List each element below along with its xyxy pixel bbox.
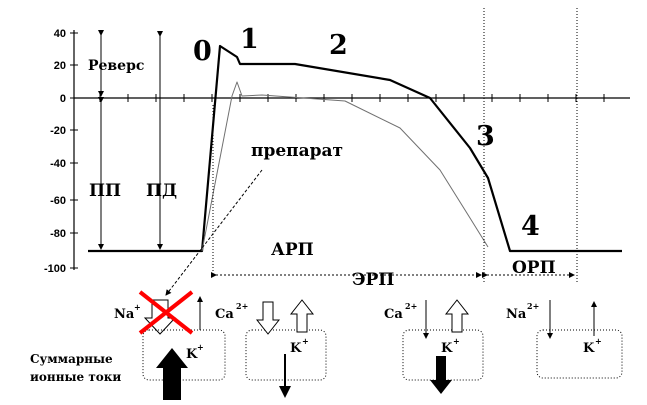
ca-ion-charge-1: 2+ (236, 301, 248, 311)
ion-cell-phase3: Ca 2+ K + (384, 299, 484, 394)
action-potential-label: ПД (146, 181, 177, 201)
k-ion-charge-1: + (197, 342, 204, 352)
currents-label-line1: Суммарные (30, 352, 113, 366)
k-ion-label-3: K (441, 341, 453, 356)
ion-cell-phase2: Ca 2+ K + (215, 299, 327, 398)
phase-3-label: 3 (476, 121, 495, 152)
y-tick-minus20: -20 (50, 125, 66, 137)
ion-cell-phase0: Na + K + (114, 290, 226, 400)
y-tick-minus80: -80 (50, 228, 66, 240)
ca-ion-label-2: Ca (384, 307, 403, 322)
phase-0-label: 0 (193, 36, 212, 67)
arp-label: АРП (271, 240, 314, 260)
ca-ion-label-1: Ca (215, 307, 234, 322)
drug-label: препарат (251, 141, 343, 161)
erp-label: ЭРП (352, 270, 394, 290)
k-ion-charge-2: + (302, 336, 309, 346)
phase-2-label: 2 (329, 30, 348, 61)
resting-potential-label: ПП (89, 181, 121, 201)
reverse-label: Реверс (88, 58, 144, 74)
drug-curve (201, 81, 489, 252)
amplitude-arrows (98, 30, 163, 250)
ion-cell-phase4: Na 2+ K + (506, 300, 623, 379)
drug-pointer-arrow (165, 169, 263, 296)
y-tick-labels: 40 20 0 -20 -40 -60 -80 -100 (44, 28, 66, 275)
y-tick-minus40: -40 (50, 158, 66, 170)
k-ion-label-4: K (583, 341, 595, 356)
phase-4-label: 4 (521, 211, 540, 242)
na-ion-label: Na (114, 307, 135, 322)
blocked-cross (138, 290, 194, 335)
y-tick-minus60: -60 (50, 195, 66, 207)
k-ion-label-2: K (290, 341, 302, 356)
na-ion-charge: + (134, 302, 141, 312)
orp-label: ОРП (512, 258, 556, 278)
na-ion-charge-2: 2+ (527, 301, 539, 311)
y-axis (70, 30, 78, 270)
ca-ion-charge-2: 2+ (405, 301, 417, 311)
y-tick-minus100: -100 (44, 263, 66, 275)
zero-baseline (74, 94, 630, 102)
k-ion-label-1: K (186, 347, 198, 362)
y-tick-0: 0 (60, 93, 66, 105)
phase-1-label: 1 (240, 24, 259, 55)
y-tick-20: 20 (54, 60, 66, 72)
currents-label-line2: ионные токи (30, 370, 121, 384)
k-ion-charge-3: + (453, 336, 460, 346)
y-tick-40: 40 (54, 28, 66, 40)
k-ion-charge-4: + (595, 336, 602, 346)
na-ion-label-2: Na (506, 307, 527, 322)
action-potential-curve (88, 44, 622, 253)
